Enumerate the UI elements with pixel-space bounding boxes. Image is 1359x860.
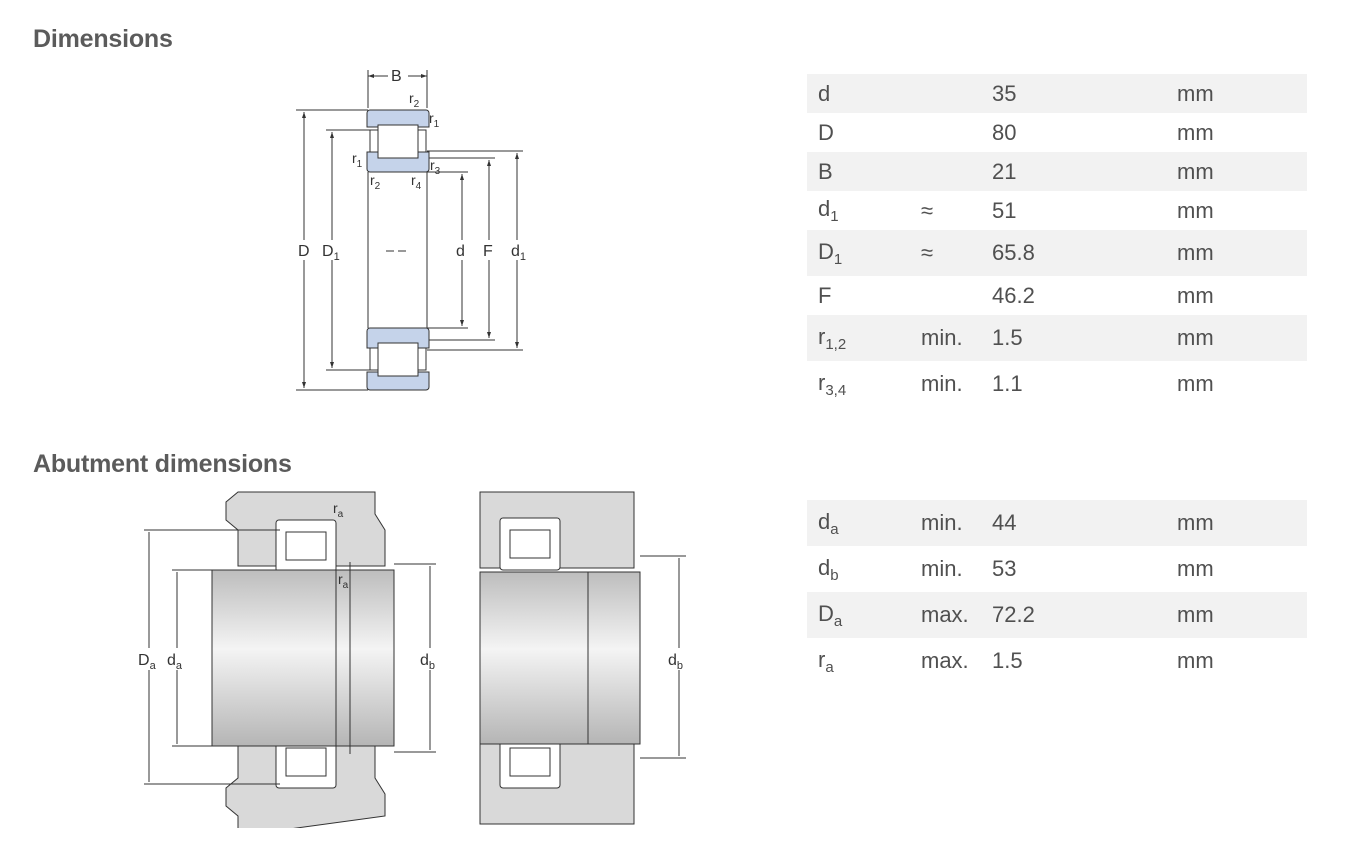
bearing-dimensions-drawing: B D D1 d F d1 r2 r1 r1 r3 r2 r4 [296,68,526,391]
symbol-cell: Da [807,592,910,638]
unit-cell: mm [1166,592,1307,638]
label-d1: d1 [511,243,526,263]
value-cell: 51 [992,197,1017,223]
value-cell: 80 [992,119,1017,145]
symbol-cell: d1 [818,196,839,225]
unit-cell: mm [1166,230,1307,276]
qualifier-cell: ≈ [910,230,981,276]
qualifier-cell: max. [910,592,981,638]
label-db-right: db [668,652,683,672]
unit-cell: mm [1166,315,1307,361]
value-cell: 46.2 [992,282,1035,308]
unit-cell: mm [1166,74,1307,113]
label-r1-right: r1 [429,110,440,130]
label-ra-top: ra [333,500,344,520]
label-B: B [391,68,402,85]
qualifier-cell: max. [921,648,969,673]
label-ra-inner: ra [338,571,349,591]
qualifier-cell: min. [910,315,981,361]
unit-cell: mm [1177,556,1214,581]
qualifier-cell [910,113,981,152]
unit-cell: mm [1166,152,1307,191]
unit-cell: mm [1177,282,1214,308]
table-row: ra max. 1.5 mm [807,638,1307,684]
table-row: r3,4 min. 1.1 mm [807,361,1307,407]
qualifier-cell [910,276,981,315]
value-cell: 53 [992,556,1017,581]
qualifier-cell [910,152,981,191]
label-da: da [167,652,183,672]
symbol-cell: db [818,554,839,584]
qualifier-cell: ≈ [921,197,934,223]
label-r4: r4 [411,172,422,192]
abutment-drawing-left: Da da db ra ra [138,491,436,828]
table-row: d1 ≈51 mm [807,191,1307,230]
unit-cell: mm [1177,119,1214,145]
value-cell: 65.8 [981,230,1166,276]
label-r3: r3 [430,157,441,177]
qualifier-cell: min. [921,371,963,396]
value-cell: 21 [981,152,1166,191]
unit-cell: mm [1177,371,1214,396]
label-Da: Da [138,652,157,672]
qualifier-cell: min. [921,556,963,581]
unit-cell: mm [1177,197,1214,223]
value-cell: 1.5 [981,315,1166,361]
table-row: F 46.2 mm [807,276,1307,315]
dimensions-title: Dimensions [33,25,173,53]
value-cell: 35 [981,74,1166,113]
abutment-dimensions-title: Abutment dimensions [33,450,292,478]
symbol-cell: F [818,282,832,308]
symbol-cell: ra [818,646,834,676]
label-d: d [456,243,465,260]
abutment-drawing-right: db [479,491,686,825]
symbol-cell: d [807,74,910,113]
symbol-cell: D1 [807,230,910,276]
symbol-cell: B [807,152,910,191]
symbol-cell: r1,2 [807,315,910,361]
label-db: db [420,652,435,672]
value-cell: 1.5 [992,648,1023,673]
label-r2-bottom: r2 [370,172,381,192]
value-cell: 44 [981,500,1166,546]
qualifier-cell [910,74,981,113]
table-row: D 80 mm [807,113,1307,152]
unit-cell: mm [1166,500,1307,546]
symbol-cell: D [818,119,834,145]
symbol-cell: r3,4 [818,369,847,399]
qualifier-cell: min. [910,500,981,546]
label-r1-left: r1 [352,150,363,170]
table-row: db min. 53 mm [807,546,1307,592]
label-D1: D1 [322,243,340,263]
value-cell: 72.2 [981,592,1166,638]
value-cell: 1.1 [992,371,1023,396]
label-D: D [298,243,310,260]
label-r2-top: r2 [409,90,420,110]
label-F: F [483,243,493,260]
symbol-cell: da [807,500,910,546]
unit-cell: mm [1177,648,1214,673]
